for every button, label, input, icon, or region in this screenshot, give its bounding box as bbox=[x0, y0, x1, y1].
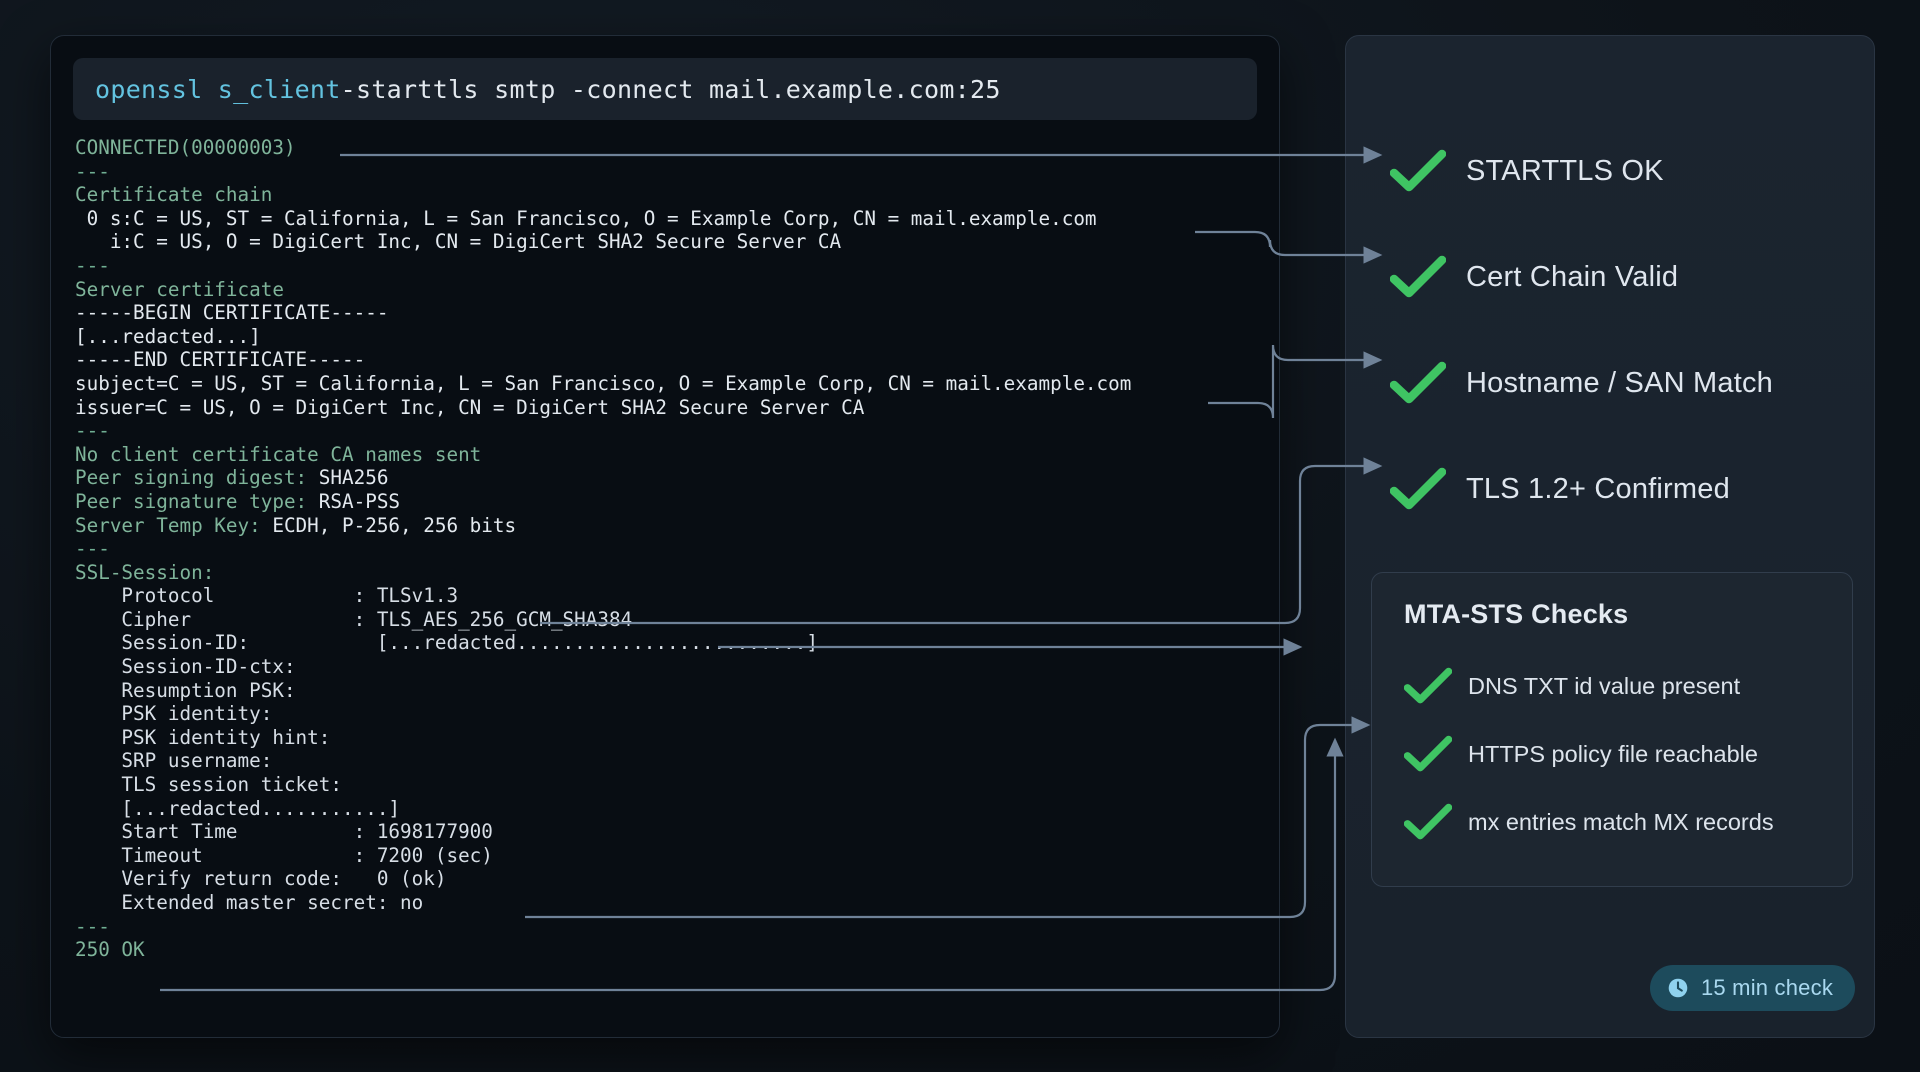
terminal-line: Timeout : 7200 (sec) bbox=[75, 843, 493, 867]
terminal-line: issuer=C = US, O = DigiCert Inc, CN = Di… bbox=[75, 395, 865, 419]
terminal-line-value: ECDH, P-256, 256 bits bbox=[260, 513, 517, 537]
terminal-line: -----END CERTIFICATE----- bbox=[75, 348, 366, 372]
terminal-line: CONNECTED(00000003) bbox=[75, 136, 296, 159]
check-item[interactable]: TLS 1.2+ Confirmed bbox=[1390, 436, 1890, 542]
check-item-label: Cert Chain Valid bbox=[1466, 260, 1679, 293]
check-icon bbox=[1390, 255, 1446, 299]
mta-sts-item-label: mx entries match MX records bbox=[1468, 808, 1774, 835]
terminal-line: [...redacted...] bbox=[75, 324, 261, 348]
terminal-line: SRP username: bbox=[75, 749, 273, 773]
terminal-line: PSK identity hint: bbox=[75, 725, 331, 749]
terminal-line: Session-ID: [...redacted................… bbox=[75, 631, 818, 655]
terminal-window: openssl s_client -starttls smtp -connect… bbox=[50, 35, 1280, 1038]
command-keyword: openssl s_client bbox=[95, 74, 341, 104]
terminal-line: 0 s:C = US, ST = California, L = San Fra… bbox=[75, 206, 1097, 230]
terminal-line: subject=C = US, ST = California, L = San… bbox=[75, 371, 1132, 395]
terminal-line: Certificate chain bbox=[75, 183, 273, 207]
terminal-line: SSL-Session: bbox=[75, 560, 215, 584]
command-arguments: -starttls smtp -connect mail.example.com… bbox=[340, 74, 1001, 104]
terminal-line: Extended master secret: no bbox=[75, 891, 424, 914]
mta-sts-item-label: HTTPS policy file reachable bbox=[1468, 740, 1758, 767]
terminal-line-value: RSA-PSS bbox=[307, 489, 401, 513]
terminal-line: Server certificate bbox=[75, 277, 284, 301]
terminal-line: --- bbox=[75, 537, 110, 561]
terminal-line: Protocol : TLSv1.3 bbox=[75, 584, 459, 608]
terminal-line: PSK identity: bbox=[75, 702, 273, 726]
terminal-line: TLS session ticket: bbox=[75, 773, 342, 797]
terminal-line: i:C = US, O = DigiCert Inc, CN = DigiCer… bbox=[75, 230, 842, 254]
terminal-line: --- bbox=[75, 253, 110, 277]
command-line[interactable]: openssl s_client -starttls smtp -connect… bbox=[73, 58, 1257, 120]
check-item-label: Hostname / SAN Match bbox=[1466, 366, 1773, 399]
check-item-label: STARTTLS OK bbox=[1466, 154, 1664, 187]
terminal-line: --- bbox=[75, 914, 110, 938]
check-icon bbox=[1404, 667, 1452, 705]
check-icon bbox=[1390, 361, 1446, 405]
terminal-line: --- bbox=[75, 159, 110, 183]
terminal-line-value: SHA256 bbox=[307, 466, 389, 490]
mta-sts-item[interactable]: DNS TXT id value present bbox=[1404, 652, 1852, 720]
terminal-line: Verify return code: 0 (ok) bbox=[75, 867, 447, 891]
terminal-line-label: Peer signing digest: bbox=[75, 466, 308, 490]
check-icon bbox=[1404, 803, 1452, 841]
check-item-label: TLS 1.2+ Confirmed bbox=[1466, 472, 1730, 505]
check-icon bbox=[1390, 149, 1446, 193]
terminal-line: Resumption PSK: bbox=[75, 678, 296, 702]
check-item[interactable]: STARTTLS OK bbox=[1390, 118, 1890, 224]
mta-sts-item[interactable]: mx entries match MX records bbox=[1404, 788, 1852, 856]
terminal-line: Peer signing digest: SHA256 bbox=[75, 466, 1255, 490]
clock-icon bbox=[1668, 978, 1688, 998]
terminal-line: --- bbox=[75, 419, 110, 443]
terminal-line: Start Time : 1698177900 bbox=[75, 820, 493, 844]
check-icon bbox=[1390, 467, 1446, 511]
terminal-line: Cipher : TLS_AES_256_GCM_SHA384 bbox=[75, 607, 633, 631]
check-item[interactable]: Hostname / SAN Match bbox=[1390, 330, 1890, 436]
mta-sts-item[interactable]: HTTPS policy file reachable bbox=[1404, 720, 1852, 788]
check-item[interactable]: Cert Chain Valid bbox=[1390, 224, 1890, 330]
terminal-line: Server Temp Key: ECDH, P-256, 256 bits bbox=[75, 514, 1255, 538]
terminal-line: Peer signature type: RSA-PSS bbox=[75, 490, 1255, 514]
terminal-line-label: Peer signature type: bbox=[75, 489, 308, 513]
terminal-line: -----BEGIN CERTIFICATE----- bbox=[75, 301, 389, 325]
terminal-output: CONNECTED(00000003)---Certificate chain … bbox=[51, 132, 1279, 962]
interval-badge-label: 15 min check bbox=[1701, 975, 1834, 1000]
terminal-line: Session-ID-ctx: bbox=[75, 655, 296, 679]
mta-sts-title: MTA-STS Checks bbox=[1404, 599, 1629, 629]
interval-badge[interactable]: 15 min check bbox=[1650, 965, 1856, 1011]
terminal-line: No client certificate CA names sent bbox=[75, 442, 482, 466]
mta-sts-item-label: DNS TXT id value present bbox=[1468, 672, 1741, 699]
terminal-line: [...redacted...........] bbox=[75, 796, 401, 820]
check-icon bbox=[1404, 735, 1452, 773]
terminal-line-label: Server Temp Key: bbox=[75, 513, 261, 537]
terminal-line: 250 OK bbox=[75, 938, 145, 962]
